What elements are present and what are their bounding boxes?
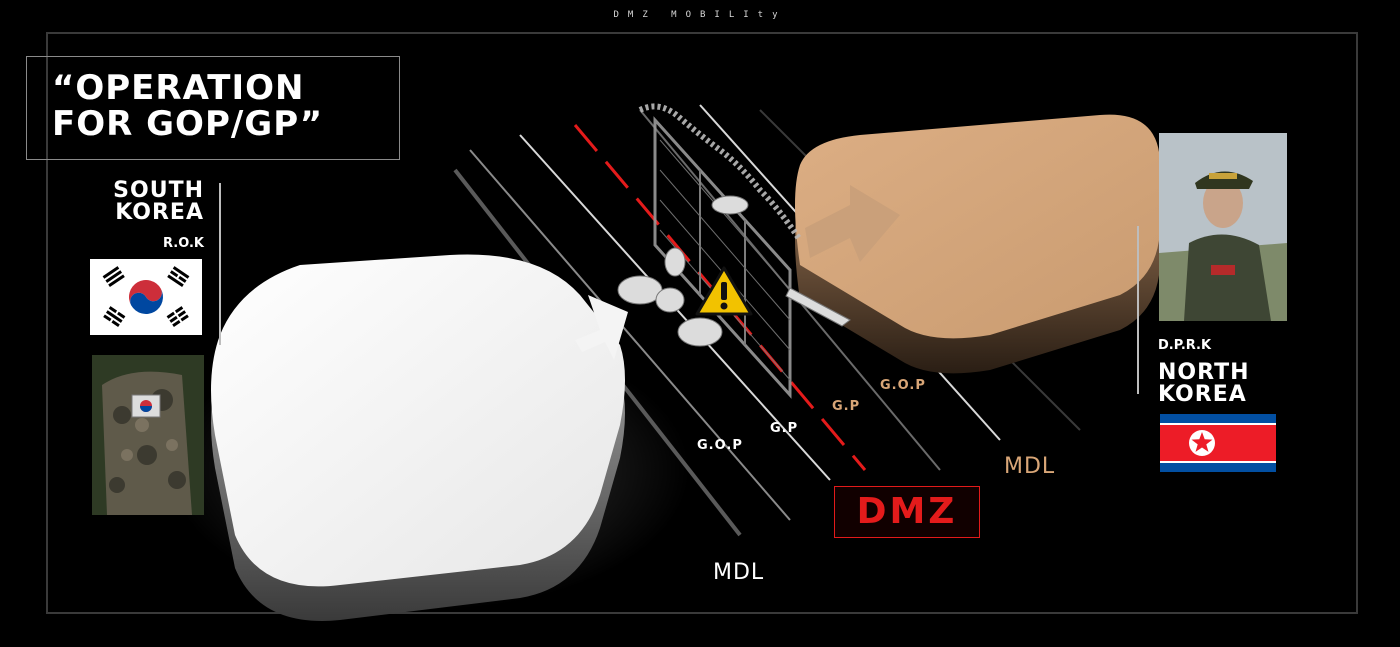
fence [638,103,803,399]
dmz-label: DMZ [856,491,958,532]
warning-icon [695,266,753,316]
north-block [795,114,1160,339]
north-soldier-photo [1159,133,1287,321]
north-korea-name: NORTH KOREA [1158,360,1250,407]
south-block [211,254,625,587]
south-korea-flag [90,259,202,335]
south-road-edge [469,149,791,521]
north-mdl-label: MDL [1004,454,1056,479]
south-arrow-icon [575,295,628,360]
headline: “OPERATION FOR GOP/GP” [52,68,324,144]
south-divider [219,183,221,345]
south-korea-name: SOUTH KOREA [113,178,204,225]
south-soldier-photo [92,355,204,515]
north-gop-label: G.O.P [880,378,926,393]
headline-frame [26,56,400,160]
north-gp-label: G.P [832,399,861,414]
north-korea-flag-icon [1160,414,1276,472]
south-gp-label: G.P [770,421,799,436]
south-gop-label: G.O.P [697,438,743,453]
north-korea-flag [1160,414,1276,472]
military-equipment [617,195,851,347]
brand-label: DMZ MOBILIty [613,10,787,20]
dmz-badge [834,486,980,538]
south-korea-code: R.O.K [163,236,204,251]
north-korea-code: D.P.R.K [1158,338,1212,353]
south-korea-flag-icon [102,266,190,328]
frame-border [46,32,1358,614]
south-mdl-label: MDL [713,560,765,585]
north-divider [1137,226,1139,394]
north-arrow-icon [805,185,900,262]
